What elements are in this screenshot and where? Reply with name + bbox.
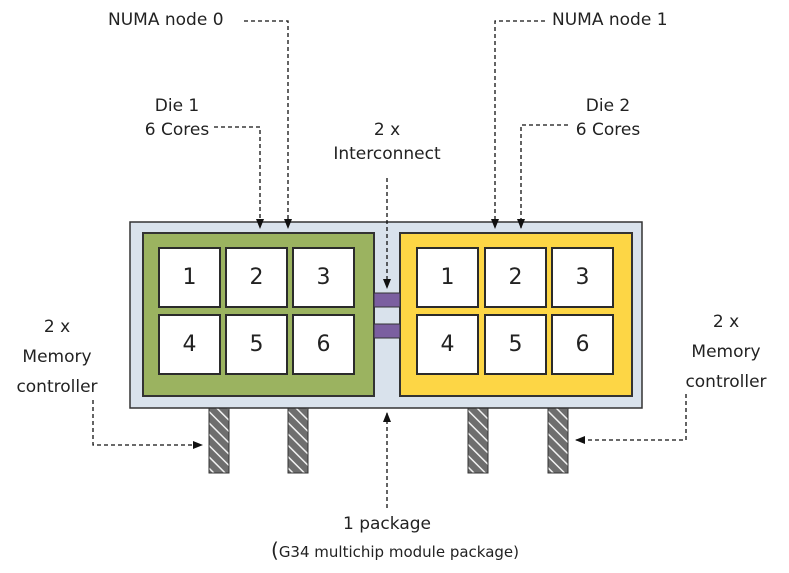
die-1-title: Die 1 — [154, 96, 200, 116]
die2-core-2: 2 — [484, 247, 547, 308]
memory-left-count: 2 x — [43, 317, 71, 337]
die1-core-2: 2 — [225, 247, 288, 308]
package-subtitle: (G34 multichip module package) — [245, 538, 545, 564]
memory-right-leader — [575, 394, 687, 444]
die2-core-5: 5 — [484, 314, 547, 375]
interconnect-count: 2 x — [373, 120, 401, 140]
die-2-label: Die 2 6 Cores — [565, 94, 651, 142]
memory-left-title: Memory — [22, 347, 92, 367]
numa-node-0-label: NUMA node 0 — [108, 10, 224, 30]
memory-controller-right-label: 2 x Memory controller — [667, 307, 785, 397]
die2-core-6: 6 — [551, 314, 614, 375]
die1-core-1: 1 — [158, 247, 221, 308]
memory-left-leader — [92, 400, 203, 449]
die1-core-5: 5 — [225, 314, 288, 375]
die2-core-4: 4 — [416, 314, 479, 375]
die-2-cores: 6 Cores — [575, 120, 641, 140]
die2-core-3: 3 — [551, 247, 614, 308]
die1-core-4: 4 — [158, 314, 221, 375]
numa1-leader — [491, 20, 545, 229]
interconnect-label: 2 x Interconnect — [317, 118, 457, 166]
die-1-label: Die 1 6 Cores — [134, 94, 220, 142]
memory-left-subtitle: controller — [16, 377, 98, 397]
interconnect-bar-2 — [373, 323, 401, 339]
die-1-cores: 6 Cores — [144, 120, 210, 140]
die1-leader — [214, 126, 264, 229]
package-subtitle-paren: ( — [271, 538, 279, 562]
die-2-title: Die 2 — [585, 96, 631, 116]
numa-node-1-label: NUMA node 1 — [552, 10, 668, 30]
die2-leader — [517, 124, 568, 229]
memory-right-title: Memory — [691, 342, 761, 362]
die1-core-6: 6 — [292, 314, 355, 375]
memory-right-subtitle: controller — [685, 372, 767, 392]
package-subtitle-text: G34 multichip module package) — [278, 543, 519, 561]
die1-core-3: 3 — [292, 247, 355, 308]
interconnect-title: Interconnect — [333, 144, 441, 164]
numa0-leader — [244, 20, 292, 229]
interconnect-bar-1 — [373, 292, 401, 308]
memory-right-count: 2 x — [712, 312, 740, 332]
package-label: 1 package — [343, 514, 431, 534]
die2-core-1: 1 — [416, 247, 479, 308]
memory-controller-left-label: 2 x Memory controller — [2, 312, 112, 402]
